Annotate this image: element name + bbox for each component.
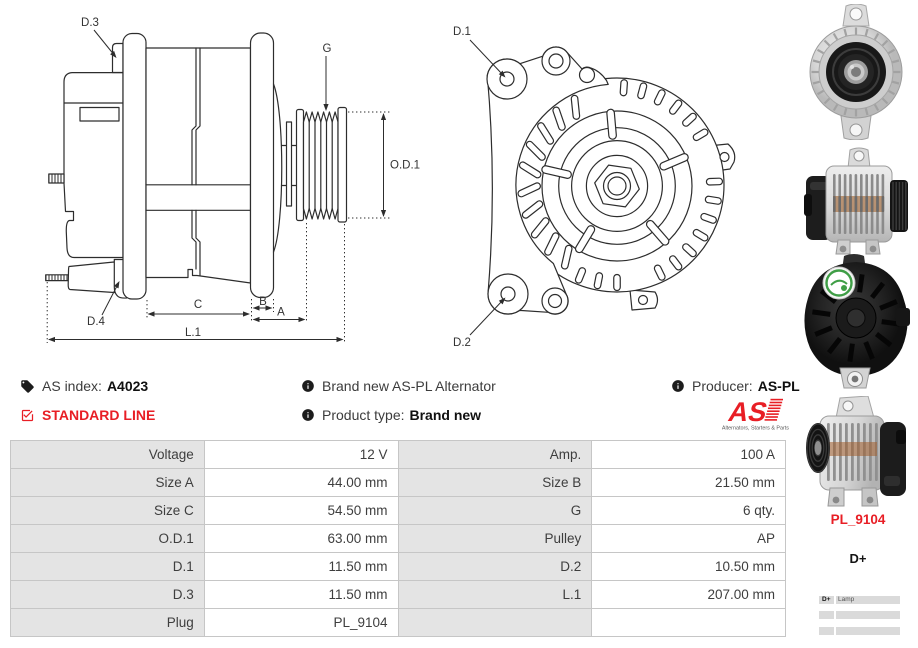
pin-row — [819, 626, 900, 635]
dim-label-d3: D.3 — [81, 17, 99, 29]
producer-text: Producer: — [692, 378, 753, 394]
dim-label-g: G — [323, 43, 332, 55]
brand-line: Brand new AS-PL Alternator — [301, 378, 496, 394]
pin-name-cell — [819, 626, 834, 635]
dim-label-b: B — [259, 296, 267, 308]
spec-label: Size C — [10, 496, 205, 525]
spec-label: Pulley — [397, 524, 593, 553]
spec-value: 10.50 mm — [591, 552, 786, 581]
checkbox-icon — [20, 408, 35, 423]
product-type-text: Product type: — [322, 407, 405, 423]
logo-tagline: Alternators, Starters & Parts — [722, 426, 789, 432]
spec-label: D.2 — [397, 552, 593, 581]
info-icon — [301, 408, 315, 422]
pin-desc-cell — [836, 626, 900, 635]
spec-label — [397, 608, 593, 637]
spec-value: 6 qty. — [591, 496, 786, 525]
as-index-text: AS index: — [42, 378, 102, 394]
plug-pin-table: D+Lamp — [819, 595, 900, 643]
spec-value: 54.50 mm — [203, 496, 399, 525]
dim-label-a: A — [277, 307, 285, 319]
product-type: Product type:Brand new — [301, 407, 481, 423]
product-photo-4 — [806, 396, 906, 507]
spec-label: Plug — [10, 608, 205, 637]
spec-value: 11.50 mm — [203, 552, 399, 581]
product-photo-3 — [804, 254, 910, 389]
spec-value: 63.00 mm — [203, 524, 399, 553]
terminal-label: D+ — [849, 551, 867, 566]
pin-name-cell: D+ — [819, 595, 834, 604]
tag-icon — [20, 379, 35, 394]
spec-value: 207.00 mm — [591, 580, 786, 609]
spec-value: PL_9104 — [203, 608, 399, 637]
side-view-drawing: D.3G O.D.1D.4 C BA L.1 — [45, 17, 420, 343]
spec-label: L.1 — [397, 580, 593, 609]
pin-desc-cell: Lamp — [836, 595, 900, 604]
spec-value: 11.50 mm — [203, 580, 399, 609]
brand-line-text: Brand new AS-PL Alternator — [322, 378, 496, 394]
dim-label-c: C — [194, 299, 202, 311]
spec-value: 44.00 mm — [203, 468, 399, 497]
dim-label-d1: D.1 — [453, 26, 471, 38]
dim-label-d2: D.2 — [453, 337, 471, 349]
product-type-text: Brand new — [409, 407, 482, 423]
dim-label-d4: D.4 — [87, 316, 106, 328]
product-photo-1 — [809, 4, 903, 140]
pin-row: D+Lamp — [819, 595, 900, 604]
producer: Producer:AS-PL — [671, 378, 800, 394]
as-index-text: A4023 — [106, 378, 149, 394]
spec-label: Size B — [397, 468, 593, 497]
info-icon — [671, 379, 685, 393]
spec-value — [591, 608, 786, 637]
standard-line-text: STANDARD LINE — [42, 407, 156, 423]
spec-label: D.3 — [10, 580, 205, 609]
spec-value: AP — [591, 524, 786, 553]
spec-value: 21.50 mm — [591, 468, 786, 497]
spec-value: 100 A — [591, 440, 786, 469]
dim-label-od1: O.D.1 — [390, 160, 420, 172]
spec-label: D.1 — [10, 552, 205, 581]
spec-label: G — [397, 496, 593, 525]
logo-as-text: AS — [726, 397, 771, 427]
as-index: AS index:A4023 — [20, 378, 148, 394]
plug-code: PL_9104 — [830, 512, 886, 527]
spec-value: 12 V — [203, 440, 399, 469]
pin-desc-cell — [836, 611, 900, 619]
technical-drawing: D.3G O.D.1D.4 C BA L.1 D.1D.2 — [45, 17, 736, 349]
front-view-drawing: D.1D.2 — [453, 26, 736, 349]
spec-label: Size A — [10, 468, 205, 497]
standard-line-badge: STANDARD LINE — [20, 407, 155, 423]
product-photo-2 — [804, 147, 908, 255]
spec-label: Amp. — [397, 440, 593, 469]
info-icon — [301, 379, 315, 393]
pin-name-cell — [819, 611, 834, 619]
dim-label-l1: L.1 — [185, 327, 201, 339]
spec-label: O.D.1 — [10, 524, 205, 553]
spec-label: Voltage — [10, 440, 205, 469]
pin-row — [819, 611, 900, 619]
producer-text: AS-PL — [757, 378, 800, 394]
